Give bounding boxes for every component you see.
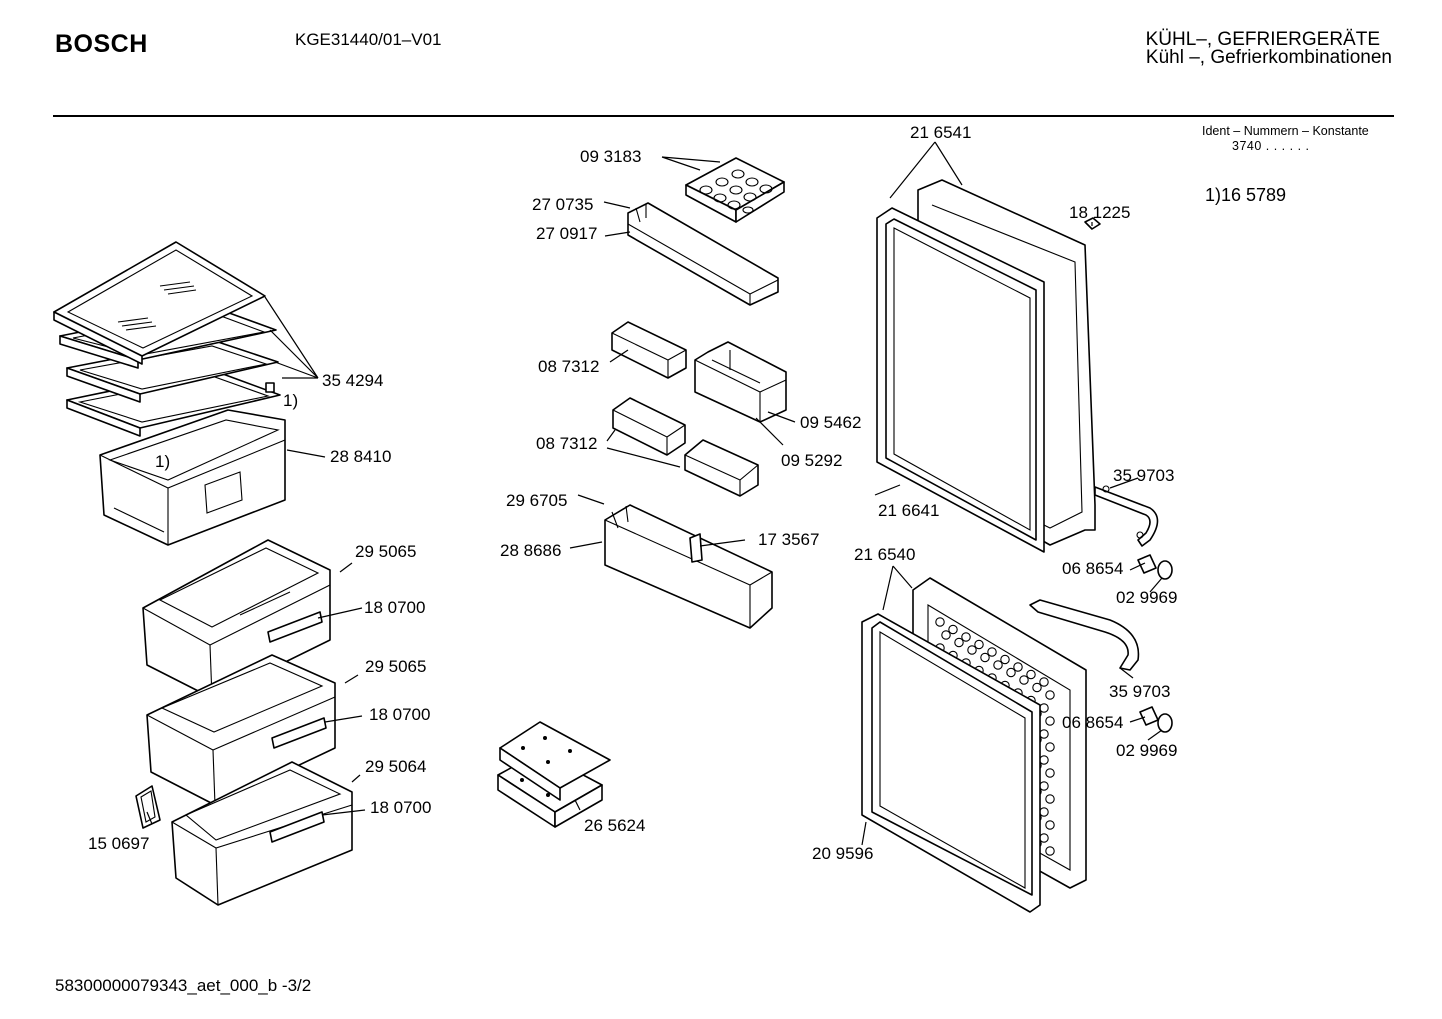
crisper-drawer-1 — [142, 539, 331, 699]
small-box-1 — [612, 397, 686, 456]
model-number: KGE31440/01–V01 — [295, 30, 442, 49]
part-label-295065-a: 29 5065 — [355, 542, 416, 561]
footnote-marker: 1) — [155, 452, 170, 471]
part-label-295064: 29 5064 — [365, 757, 426, 776]
part-label-095292: 09 5292 — [781, 451, 842, 470]
part-label-180700-a: 18 0700 — [364, 598, 425, 617]
header-divider — [53, 115, 1394, 117]
part-label-029969-a: 02 9969 — [1116, 588, 1177, 607]
butter-box — [611, 321, 687, 379]
crisper-drawer-3 — [171, 761, 353, 906]
part-label-295065-b: 29 5065 — [365, 657, 426, 676]
part-label-150697: 15 0697 — [88, 834, 149, 853]
door-box-hinged — [694, 341, 787, 423]
part-label-087312-a: 08 7312 — [538, 357, 599, 376]
handle-lower — [1029, 599, 1140, 671]
part-label-095462: 09 5462 — [800, 413, 861, 432]
cold-packs — [497, 721, 611, 828]
freezer-door-gasket — [861, 613, 1041, 913]
part-label-180700-b: 18 0700 — [369, 705, 430, 724]
footnote-marker: 1) — [283, 391, 298, 410]
part-label-354294: 35 4294 — [322, 371, 383, 390]
part-label-093183: 09 3183 — [580, 147, 641, 166]
bottle-shelf-lower — [604, 504, 773, 629]
category-subtitle: Kühl –, Gefrierkombinationen — [1145, 47, 1392, 68]
part-label-087312-b: 08 7312 — [536, 434, 597, 453]
category-title: KÜHL–, GEFRIERGERÄTE — [1145, 29, 1380, 50]
part-label-068654-a: 06 8654 — [1062, 559, 1123, 578]
leader-lines — [146, 141, 1163, 846]
brand-logo: BOSCH — [55, 30, 148, 58]
vegetable-drawer-upper — [99, 409, 286, 546]
part-label-288410: 28 8410 — [330, 447, 391, 466]
part-label-288686: 28 8686 — [500, 541, 561, 560]
screw-icon — [1137, 554, 1173, 733]
document-id: 58300000079343_aet_000_b -3/2 — [55, 976, 312, 995]
part-label-173567: 17 3567 — [758, 530, 819, 549]
part-labels: 09 3183 27 0735 27 0917 08 7312 09 5462 … — [88, 123, 1177, 863]
part-label-359703-b: 35 9703 — [1109, 682, 1170, 701]
part-label-270917: 27 0917 — [536, 224, 597, 243]
ident-title: Ident – Nummern – Konstante — [1202, 124, 1369, 138]
small-box-2 — [684, 439, 759, 497]
drawer-seal — [135, 785, 161, 829]
part-label-180700-c: 18 0700 — [370, 798, 431, 817]
part-label-216641: 21 6641 — [878, 501, 939, 520]
footnote-part: 1)16 5789 — [1205, 185, 1287, 205]
part-label-181225: 18 1225 — [1069, 203, 1130, 222]
part-label-209596: 20 9596 — [812, 844, 873, 863]
bottle-shelf-upper — [627, 202, 779, 306]
part-label-270735: 27 0735 — [532, 195, 593, 214]
egg-tray — [685, 157, 785, 223]
part-label-265624: 26 5624 — [584, 816, 645, 835]
part-label-029969-b: 02 9969 — [1116, 741, 1177, 760]
part-label-216540: 21 6540 — [854, 545, 915, 564]
part-label-359703-a: 35 9703 — [1113, 466, 1174, 485]
glass-shelves — [53, 241, 281, 437]
part-label-296705: 29 6705 — [506, 491, 567, 510]
part-label-216541: 21 6541 — [910, 123, 971, 142]
part-label-068654-b: 06 8654 — [1062, 713, 1123, 732]
handle-upper — [1094, 485, 1159, 547]
ident-value: 3740 . . . . . . — [1232, 139, 1310, 153]
fridge-door-gasket — [876, 207, 1045, 553]
